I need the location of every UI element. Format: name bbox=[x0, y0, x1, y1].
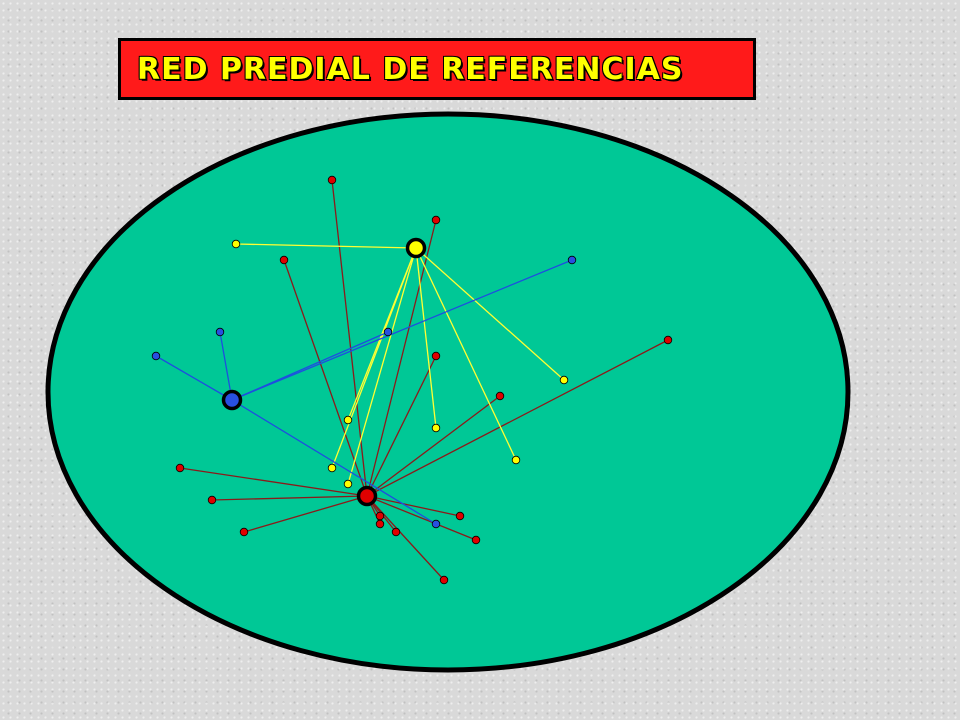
red-connection-line bbox=[283, 259, 368, 497]
blue-hub bbox=[221, 389, 243, 411]
red-connection-line bbox=[243, 495, 368, 533]
blue-connection-line bbox=[231, 259, 573, 401]
red-connection-line bbox=[366, 395, 501, 497]
yellow-connection-line bbox=[415, 247, 437, 429]
yellow-reference-point bbox=[231, 239, 241, 249]
title-banner: RED PREDIAL DE REFERENCIAS bbox=[118, 38, 756, 100]
red-reference-point bbox=[239, 527, 249, 537]
red-reference-point bbox=[431, 215, 441, 225]
red-reference-point bbox=[375, 511, 385, 521]
red-reference-point bbox=[495, 391, 505, 401]
red-connection-line bbox=[366, 355, 437, 497]
blue-reference-point bbox=[151, 351, 161, 361]
yellow-connection-line bbox=[235, 243, 417, 249]
page-title: RED PREDIAL DE REFERENCIAS bbox=[137, 51, 684, 87]
red-hub bbox=[356, 485, 378, 507]
red-reference-point bbox=[391, 527, 401, 537]
red-reference-point bbox=[175, 463, 185, 473]
blue-connection-line bbox=[219, 331, 233, 401]
yellow-reference-point bbox=[431, 423, 441, 433]
red-reference-point bbox=[375, 519, 385, 529]
red-reference-point bbox=[663, 335, 673, 345]
red-connection-line bbox=[179, 467, 368, 497]
blue-reference-point bbox=[567, 255, 577, 265]
red-reference-point bbox=[439, 575, 449, 585]
blue-connection-line bbox=[231, 399, 437, 525]
red-reference-point bbox=[455, 511, 465, 521]
connection-lines bbox=[155, 179, 669, 581]
yellow-reference-point bbox=[343, 479, 353, 489]
property-field bbox=[45, 111, 851, 673]
red-reference-point bbox=[279, 255, 289, 265]
blue-connection-line bbox=[155, 355, 233, 401]
yellow-connection-line bbox=[415, 247, 517, 461]
yellow-reference-point bbox=[559, 375, 569, 385]
red-connection-line bbox=[366, 495, 445, 581]
red-connection-line bbox=[211, 495, 368, 501]
blue-reference-point bbox=[215, 327, 225, 337]
blue-reference-point bbox=[383, 327, 393, 337]
red-reference-point bbox=[431, 351, 441, 361]
blue-connection-line bbox=[231, 331, 389, 401]
red-reference-point bbox=[327, 175, 337, 185]
red-connection-line bbox=[331, 179, 368, 497]
yellow-reference-point bbox=[327, 463, 337, 473]
yellow-connection-line bbox=[347, 247, 417, 485]
red-connection-line bbox=[366, 495, 461, 517]
yellow-connection-line bbox=[415, 247, 565, 381]
yellow-hub bbox=[405, 237, 427, 259]
blue-reference-point bbox=[431, 519, 441, 529]
yellow-reference-point bbox=[511, 455, 521, 465]
yellow-connection-line bbox=[331, 247, 417, 469]
red-reference-point bbox=[471, 535, 481, 545]
red-connection-line bbox=[366, 339, 669, 497]
hub-stations bbox=[221, 237, 427, 507]
yellow-reference-point bbox=[343, 415, 353, 425]
red-connection-line bbox=[366, 495, 477, 541]
reference-points bbox=[151, 175, 673, 585]
red-reference-point bbox=[207, 495, 217, 505]
